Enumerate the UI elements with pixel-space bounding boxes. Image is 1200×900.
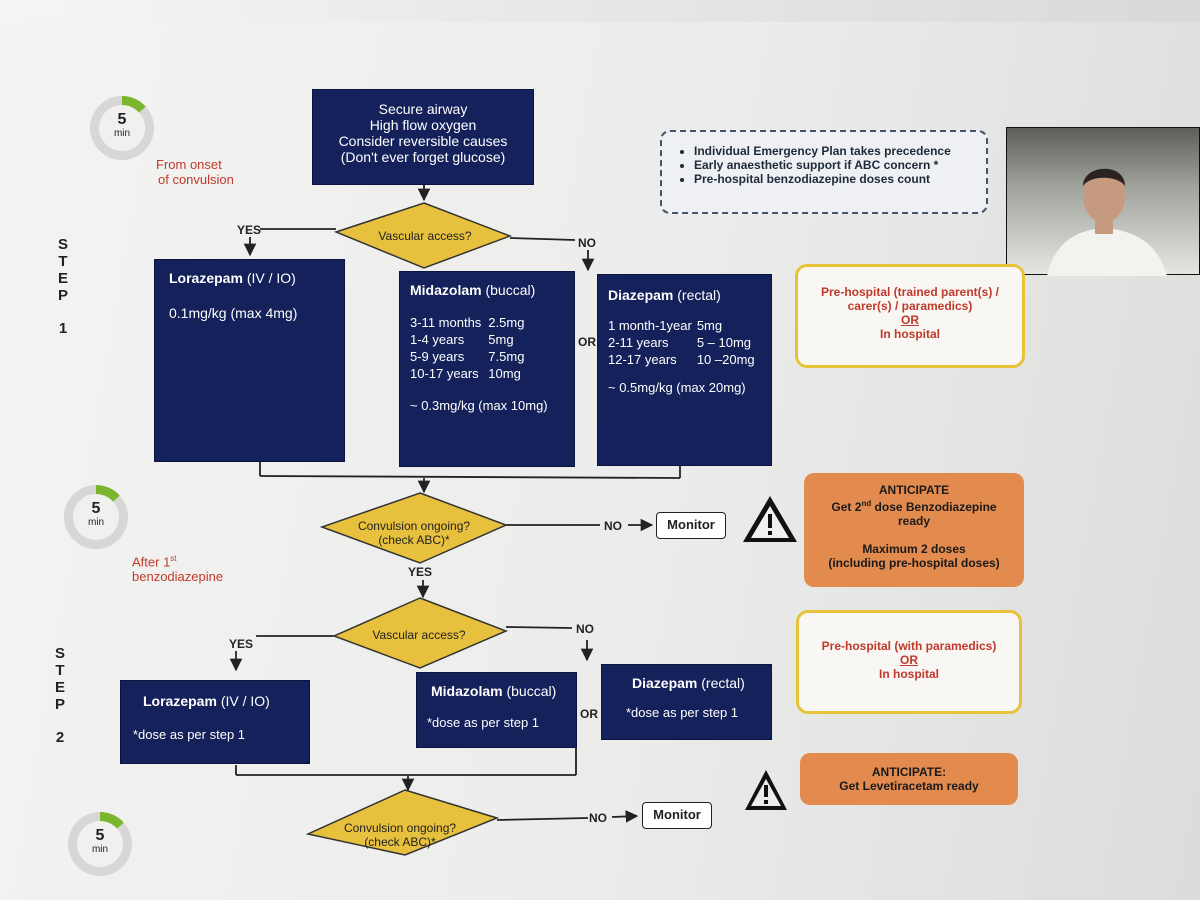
warning-icon bbox=[743, 496, 797, 542]
no-label-2: NO bbox=[604, 519, 622, 533]
convulsion-ongoing-text-2: Convulsion ongoing?(check ABC)* bbox=[343, 821, 457, 849]
warning-icon bbox=[745, 770, 787, 810]
or-label-1: OR bbox=[578, 335, 596, 349]
or-label-2: OR bbox=[580, 707, 598, 721]
yes-label-2: YES bbox=[408, 565, 433, 579]
no-label-4: NO bbox=[589, 811, 607, 825]
decision-diamond-convulsion-1 bbox=[319, 492, 508, 564]
step2-diazepam-box: Diazepam (rectal) *dose as per step 1 bbox=[601, 664, 772, 740]
decision-diamond-convulsion-2 bbox=[305, 789, 500, 856]
prehospital-note-1: Pre-hospital (trained parent(s) / carer(… bbox=[795, 264, 1025, 368]
presenter-webcam bbox=[1006, 127, 1200, 276]
step1-lorazepam-box: Lorazepam (IV / IO) 0.1mg/kg (max 4mg) bbox=[154, 259, 345, 462]
from-onset-note: From onset of convulsion bbox=[156, 157, 234, 187]
monitor-box-1: Monitor bbox=[656, 512, 726, 539]
after-first-benzo-note: After 1st benzodiazepine bbox=[132, 554, 224, 585]
step2-midazolam-box: Midazolam (buccal) *dose as per step 1 bbox=[416, 672, 577, 748]
yes-label-1: YES bbox=[237, 223, 262, 237]
step2-lorazepam-box: Lorazepam (IV / IO) *dose as per step 1 bbox=[120, 680, 310, 764]
emergency-plan-box: Individual Emergency Plan takes preceden… bbox=[660, 130, 988, 214]
vascular-access-text-2: Vascular access? bbox=[372, 628, 466, 642]
no-label-3: NO bbox=[576, 622, 594, 636]
monitor-box-2: Monitor bbox=[642, 802, 712, 829]
no-label-1: NO bbox=[578, 236, 596, 250]
presenter-silhouette bbox=[1047, 168, 1167, 276]
anticipate-levetiracetam-box: ANTICIPATE: Get Levetiracetam ready bbox=[800, 753, 1018, 805]
decision-diamond-vascular-2 bbox=[332, 597, 508, 669]
decision-diamond-vascular-1 bbox=[333, 202, 513, 269]
anticipate-benzo-box: ANTICIPATE Get 2nd dose Benzodiazepine r… bbox=[804, 473, 1024, 587]
prehospital-note-2: Pre-hospital (with paramedics) OR In hos… bbox=[796, 610, 1022, 714]
initial-actions-box: Secure airway High flow oxygen Consider … bbox=[312, 89, 534, 185]
vascular-access-text-1: Vascular access? bbox=[378, 229, 472, 243]
convulsion-ongoing-text-1: Convulsion ongoing?(check ABC)* bbox=[357, 519, 471, 547]
yes-label-3: YES bbox=[229, 637, 254, 651]
